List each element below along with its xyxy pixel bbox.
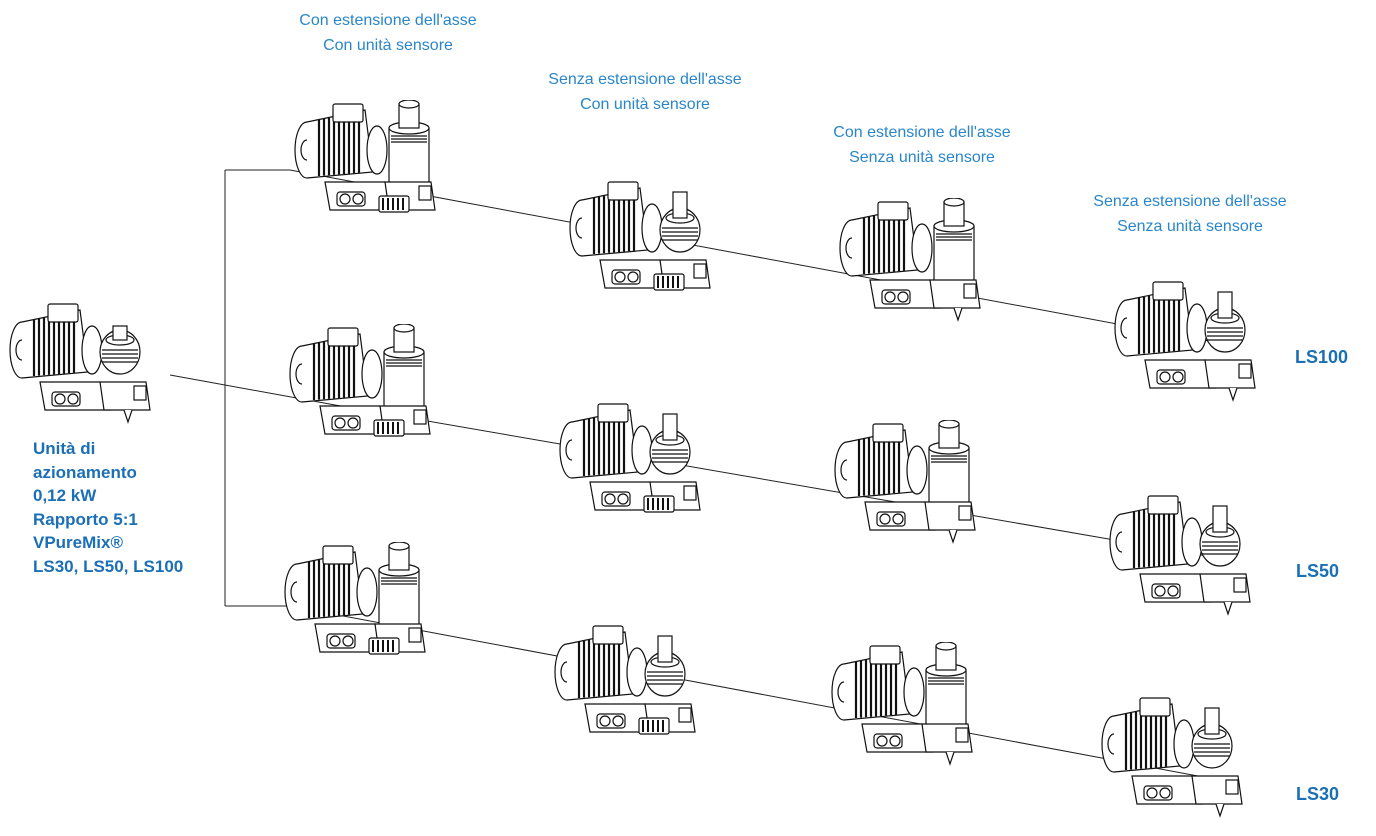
gear-motor-icon bbox=[275, 541, 465, 682]
column-header-1: Con estensione dell'asse Con unità senso… bbox=[299, 12, 477, 54]
gear-motor-icon bbox=[1092, 694, 1282, 834]
column-header-4: Senza estensione dell'asse Senza unità s… bbox=[1093, 193, 1287, 235]
column-header-2: Senza estensione dell'asse Con unità sen… bbox=[548, 71, 742, 113]
gear-motor-icon bbox=[560, 178, 750, 318]
connector-row-ls50 bbox=[334, 404, 1231, 561]
connector-row-ls100 bbox=[289, 169, 1231, 346]
gear-motor-icon bbox=[550, 400, 740, 540]
drive-unit-label: Unità di azionamento 0,12 kW Rapporto 5:… bbox=[33, 439, 184, 576]
gear-motor-icon bbox=[0, 300, 190, 440]
gear-motor-icon bbox=[545, 622, 735, 762]
row-label-ls30: LS30 bbox=[1296, 784, 1340, 804]
row-label-ls100: LS100 bbox=[1295, 347, 1349, 367]
column-header-3: Con estensione dell'asse Senza unità sen… bbox=[833, 124, 1011, 166]
gear-motor-icon bbox=[280, 323, 470, 464]
row-label-ls50: LS50 bbox=[1296, 561, 1340, 581]
gear-motor-icon bbox=[822, 641, 1012, 782]
gear-motor-icon bbox=[1105, 278, 1295, 418]
gear-motor-icon bbox=[825, 419, 1015, 560]
gear-motor-icon bbox=[285, 99, 475, 240]
connector-row-ls30 bbox=[289, 605, 1231, 783]
gear-motor-icon bbox=[1100, 492, 1290, 632]
gear-motor-icon bbox=[830, 197, 1020, 338]
